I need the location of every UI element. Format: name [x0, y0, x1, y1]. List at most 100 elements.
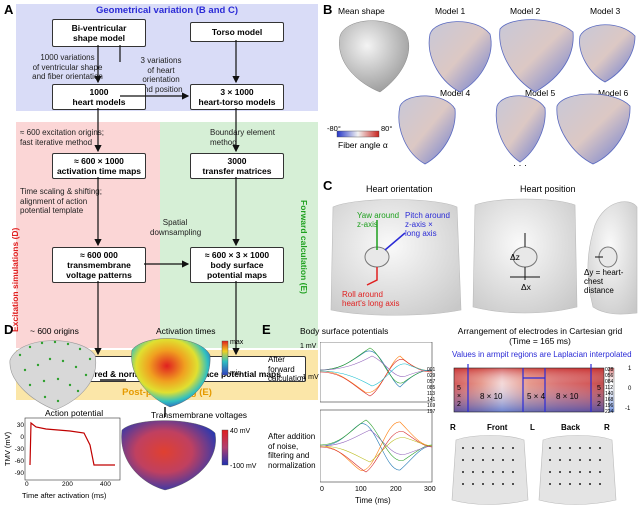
mean-shape-label: Mean shape	[338, 6, 385, 16]
activation-heart	[131, 338, 211, 408]
laplacian-note: Values in armpit regions are Laplacian i…	[452, 350, 632, 359]
delta-z-label: Δz	[510, 252, 520, 262]
model-4-heart	[398, 95, 456, 165]
transmembrane-label: Transmembrane voltages	[151, 410, 248, 420]
ap-xtick-200: 200	[62, 481, 73, 488]
bsp-signals	[320, 342, 433, 483]
colorbar-min: -80°	[327, 124, 341, 133]
model-5-heart	[495, 95, 546, 163]
model-6-label: Model 6	[598, 88, 629, 98]
ap-xtick-400: 400	[100, 481, 111, 488]
scale-m1mv: -1 mV	[300, 374, 319, 381]
ap-xlabel: Time after activation (ms)	[22, 491, 107, 500]
activation-colorbar	[221, 340, 229, 376]
front-grid-label: 8 × 10	[480, 392, 503, 401]
panel-e-letter: E	[262, 322, 271, 337]
side-grid-label: 5 × 4	[527, 392, 546, 401]
model-5-label: Model 5	[525, 88, 556, 98]
torso-front	[451, 435, 529, 505]
mean-shape-heart	[339, 20, 410, 93]
activation-min: min	[230, 370, 242, 377]
bsp-xtick-0: 0	[320, 486, 324, 493]
bsp-xtick-300: 300	[424, 486, 436, 493]
panel-a-arrows	[94, 40, 240, 356]
tmv-max: 40 mV	[230, 428, 251, 435]
back-grid-label: 8 × 10	[556, 392, 579, 401]
label-r-right: R	[604, 423, 610, 432]
bsp-xlabel: Time (ms)	[355, 496, 391, 505]
tmv-min: -100 mV	[230, 463, 257, 470]
model-4-label: Model 4	[440, 88, 471, 98]
colorbar-max: 80°	[381, 124, 393, 133]
grid-colorbar	[608, 367, 615, 413]
model-6-heart	[556, 93, 631, 165]
fiber-colorbar	[336, 130, 380, 138]
tmv-ylabel: TMV (mV)	[3, 431, 12, 466]
panel-d-letter: D	[4, 322, 14, 337]
scale-1mv: 1 mV	[300, 343, 317, 350]
torso-back	[538, 435, 617, 505]
torso-illustration	[330, 198, 638, 316]
panel-b-letter: B	[323, 2, 333, 17]
torso-electrodes	[451, 435, 617, 505]
grid-cb-mid: 0	[628, 386, 632, 392]
model-2-label: Model 2	[510, 6, 541, 16]
panel-c-letter: C	[323, 178, 333, 193]
panel-d-graphics	[9, 338, 229, 491]
action-potential-label: Action potential	[45, 408, 104, 418]
electrode-grid	[453, 364, 615, 413]
label-back: Back	[561, 423, 581, 432]
bsp-xtick-200: 200	[390, 486, 402, 493]
heart-origins	[9, 340, 97, 411]
grid-cb-top: 1	[628, 366, 632, 372]
activation-times-label: Activation times	[156, 326, 216, 336]
origins-note: ≈ 600 excitation origins;fast iterative …	[20, 128, 104, 147]
grid-title: Arrangement of electrodes in Cartesian g…	[457, 326, 623, 346]
model-3-heart	[579, 24, 636, 83]
geometry-title: Geometrical variation (B and C)	[95, 5, 238, 16]
torso-1	[330, 199, 462, 316]
bsp-title: Body surface potentials	[300, 326, 389, 336]
origins-label: ~ 600 origins	[30, 326, 79, 336]
model-1-heart	[428, 21, 492, 93]
delta-x-label: Δx	[521, 282, 531, 292]
heart-models-illustration	[336, 19, 636, 165]
left-edge-label: 5×2	[457, 385, 462, 408]
right-edge-label: 5×2	[597, 385, 602, 408]
model-1-label: Model 1	[435, 6, 466, 16]
time-scaling-note: Time scaling & shifting;alignment of act…	[20, 187, 102, 215]
torso-model-box: Torso model	[190, 22, 284, 42]
bsp-xtick-100: 100	[355, 486, 367, 493]
tmv-colorbar	[221, 429, 229, 466]
model-2-heart	[499, 19, 574, 93]
label-front: Front	[487, 423, 508, 432]
label-l: L	[530, 423, 535, 432]
heart-position-title: Heart position	[520, 184, 576, 194]
grid-cb-bottom: -1	[625, 406, 631, 412]
action-potential-curve	[29, 421, 115, 466]
tmv-heart	[121, 420, 216, 491]
label-r-left: R	[450, 423, 456, 432]
panel-a-letter: A	[4, 2, 14, 17]
ap-xtick-0: 0	[25, 481, 29, 488]
activation-max: max	[230, 339, 244, 346]
